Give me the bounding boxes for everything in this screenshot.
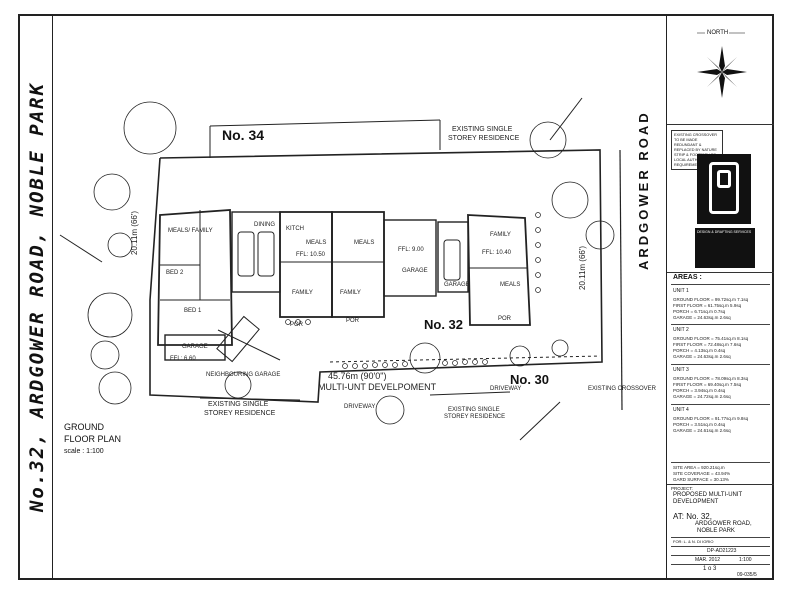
drawing-sheet-border — [18, 14, 774, 580]
lot-no34-label: No. 34 — [222, 127, 265, 143]
room-label: BED 1 — [184, 308, 202, 314]
ground-floor-scale: scale : 1:100 — [64, 448, 104, 455]
job-number: 09-035/5 — [737, 572, 757, 578]
multi-unit-label: MULTI-UNT DEVELPOMENT — [318, 382, 437, 392]
client-label: FOR: L. & N. DI IORIO — [673, 539, 714, 544]
ffl-label: FFL: 10.50 — [296, 252, 326, 258]
existing-br-line1: EXISTING SINGLE — [448, 407, 500, 413]
plan-note: DRIVEWAY — [344, 404, 376, 410]
unit-area-row: PORCH = 3.94sq.m 0.4sq — [673, 388, 726, 393]
room-label: MEALS — [500, 282, 521, 288]
unit-area-row: PORCH = 6.71sq.m 0.7sq — [673, 309, 726, 314]
drawing-date: MAR. 2012 — [695, 557, 721, 563]
project-panel: PROJECT: PROPOSED MULTI-UNIT DEVELOPMENT… — [667, 484, 774, 580]
plan-note: NEIGHBOURING GARAGE — [206, 372, 281, 378]
unit-area-row: GROUND FLOOR = 78.09sq.m 8.3sq — [673, 376, 749, 381]
areas-heading: AREAS : — [673, 274, 702, 281]
company-logo — [697, 154, 751, 224]
plan-note: DRIVEWAY — [490, 386, 522, 392]
lot-no32-label: No. 32 — [424, 317, 464, 332]
unit-area-row: FIRST FLOOR = 69.40sq.m 7.5sq — [673, 382, 742, 387]
logo-panel: EXISTING CROSSOVER TO BE MADE REDUNDANT … — [667, 124, 774, 273]
room-label: FAMILY — [490, 232, 511, 238]
unit-name: UNIT 4 — [673, 407, 689, 413]
sheet-number: 1 o 3 — [703, 566, 717, 572]
ground-floor-title-line1: GROUND — [64, 422, 104, 432]
side-dimension-right: 20.11m (66') — [578, 245, 587, 290]
unit-area-row: GROUND FLOOR = 99.72sq.m 7.1sq — [673, 297, 749, 302]
room-label: FAMILY — [340, 290, 361, 296]
unit-area-row: FIRST FLOOR = 61.75sq.m 5.9sq — [673, 303, 742, 308]
areas-panel: AREAS : UNIT 1 GROUND FLOOR = 99.72sq.m … — [667, 272, 774, 485]
north-arrow-icon — [697, 32, 747, 98]
side-dimension-left: 20.11m (66') — [130, 210, 139, 255]
north-panel: NORTH — [667, 14, 774, 125]
unit-area-row: FIRST FLOOR = 72.48sq.m 7.6sq — [673, 342, 742, 347]
room-label: POR — [290, 322, 304, 328]
vertical-title-strip: No.32, ARDGOWER ROAD, NOBLE PARK — [22, 16, 53, 578]
crossover-note: EXISTING CROSSOVER TO BE MADE REDUNDANT … — [671, 130, 723, 170]
unit-name: UNIT 3 — [673, 367, 689, 373]
drawing-scale: 1:100 — [739, 557, 752, 563]
north-label: NORTH — [707, 30, 729, 36]
room-label: KITCH — [286, 226, 304, 232]
project-line2: DEVELOPMENT — [673, 499, 719, 505]
room-label: MEALS — [306, 240, 327, 246]
site-area-row: SITE AREA = 920.21sq.m — [673, 465, 725, 470]
existing-bl-line1: EXISTING SINGLE — [208, 401, 269, 408]
lot-no30-label: No. 30 — [510, 372, 550, 387]
room-label: BED 2 — [166, 270, 184, 276]
room-label: GARAGE — [402, 268, 428, 274]
room-label: MEALS — [354, 240, 375, 246]
frontage-dimension: 45.76m (90'0") — [328, 371, 387, 381]
address-line2: NOBLE PARK — [697, 528, 735, 534]
existing-bl-line2: STOREY RESIDENCE — [204, 410, 276, 417]
drawing-number: DP-AD21223 — [707, 548, 737, 554]
unit-area-row: PORCH = 3.51sq.m 0.4sq — [673, 422, 726, 427]
room-label: GARAGE — [444, 282, 470, 288]
ffl-label: FFL: 10.40 — [482, 250, 512, 256]
room-label: FAMILY — [292, 290, 313, 296]
plan-note: EXISTING CROSSOVER — [588, 386, 657, 392]
project-label: PROJECT: — [671, 486, 693, 491]
existing-top-line2: STOREY RESIDENCE — [448, 135, 520, 142]
project-at: AT: No. 32, — [673, 512, 712, 521]
unit-area-row: GARAGE = 24.63sq.m 2.6sq — [673, 354, 731, 359]
room-label: POR — [498, 316, 512, 322]
logo-caption: DESIGN & DRAFTING SERVICES — [695, 228, 755, 268]
room-label: DINING — [254, 222, 275, 228]
road-name-label: ARDGOWER ROAD — [636, 110, 651, 270]
unit-area-row: GROUND FLOOR = 75.41sq.m 8.1sq — [673, 336, 749, 341]
ffl-label: FFL: 6.60 — [170, 356, 196, 362]
unit-area-row: GARAGE = 24.61sq.m 2.6sq — [673, 428, 731, 433]
site-area-row: SITE COVERAGE = 43.94% — [673, 471, 731, 476]
unit-name: UNIT 1 — [673, 288, 689, 294]
unit-area-row: GARAGE = 24.63sq.m 2.6sq — [673, 315, 731, 320]
existing-br-line2: STOREY RESIDENCE — [444, 414, 506, 420]
ground-floor-title-line2: FLOOR PLAN — [64, 434, 122, 444]
room-label: POR — [346, 318, 360, 324]
unit-area-row: PORCH = 4.13sq.m 0.4sq — [673, 348, 726, 353]
unit-area-row: GARAGE = 24.72sq.m 2.6sq — [673, 394, 731, 399]
room-label: GARAGE — [182, 344, 208, 350]
unit-name: UNIT 2 — [673, 327, 689, 333]
site-area-row: GARD SURFACE = 30.13% — [673, 477, 729, 482]
room-label: MEALS/ FAMILY — [168, 228, 213, 234]
title-block: NORTH EXISTING CROSSOVER TO BE MADE REDU… — [666, 14, 774, 580]
existing-top-line1: EXISTING SINGLE — [452, 126, 513, 133]
address-line1: ARDGOWER ROAD, — [695, 521, 752, 527]
unit-area-row: GROUND FLOOR = 91.77sq.m 9.8sq — [673, 416, 749, 421]
project-line1: PROPOSED MULTI-UNIT — [673, 492, 743, 498]
ffl-label: FFL: 9.00 — [398, 247, 424, 253]
